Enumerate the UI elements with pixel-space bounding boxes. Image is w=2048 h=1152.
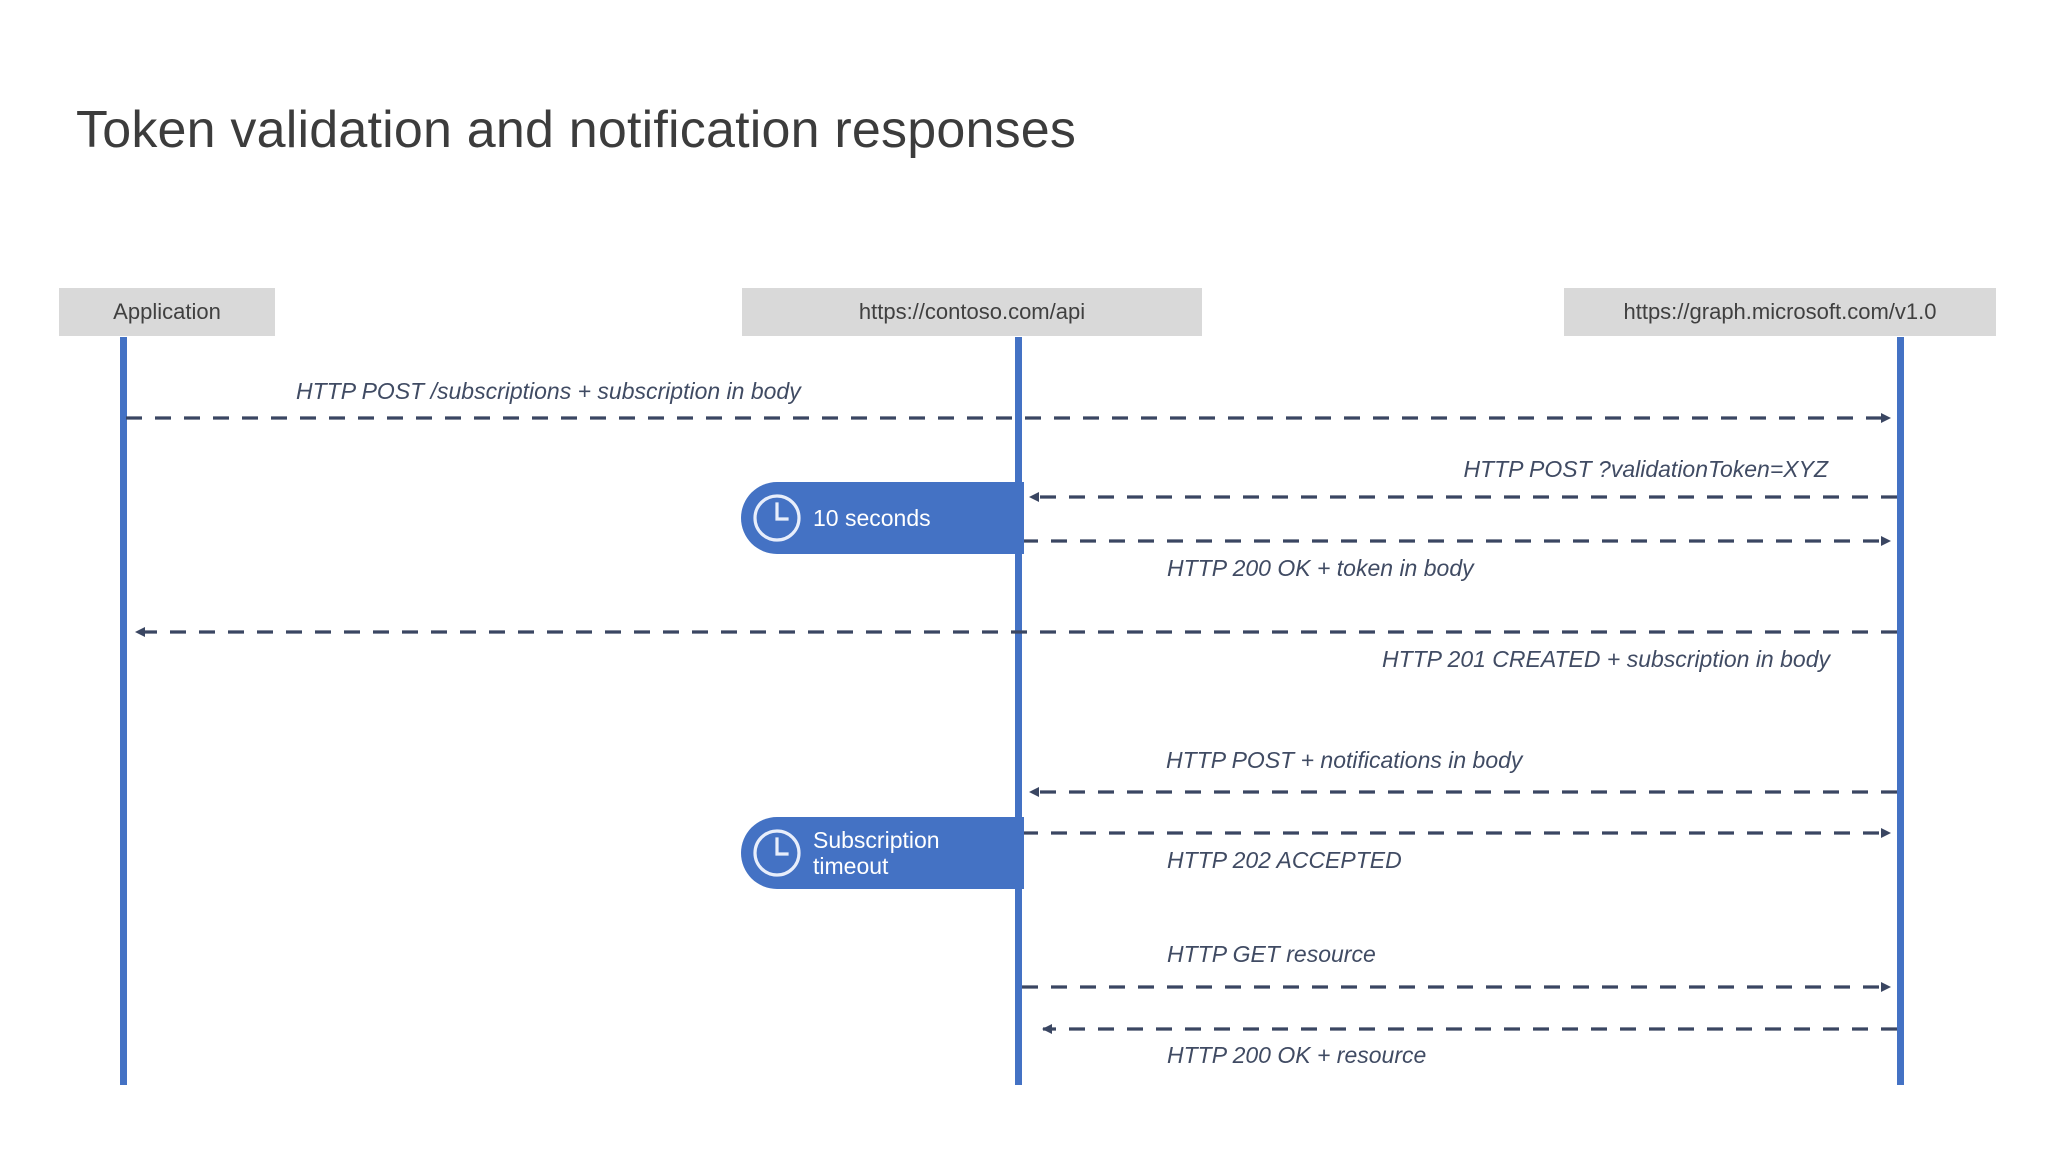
- clock-icon: [741, 482, 813, 554]
- message-label-201-created: HTTP 201 CREATED + subscription in body: [1381, 646, 1830, 672]
- lifeline-graph-api: [1897, 337, 1904, 1085]
- message-label-post-subscriptions: HTTP POST /subscriptions + subscription …: [296, 378, 801, 404]
- message-label-get-resource: HTTP GET resource: [1167, 941, 1376, 967]
- actor-box-contoso-api: https://contoso.com/api: [742, 288, 1202, 336]
- actor-label-graph-api: https://graph.microsoft.com/v1.0: [1623, 299, 1937, 324]
- message-label-200-ok-token: HTTP 200 OK + token in body: [1167, 555, 1474, 581]
- actor-box-application: Application: [59, 288, 275, 336]
- timer-label-10-seconds: 10 seconds: [813, 504, 931, 531]
- lifeline-application: [120, 337, 127, 1085]
- timer-badge-10-seconds[interactable]: 10 seconds: [741, 482, 1024, 554]
- lifeline-contoso-api: [1015, 337, 1022, 1085]
- actor-label-application: Application: [113, 299, 221, 324]
- message-label-202-accepted: HTTP 202 ACCEPTED: [1167, 847, 1402, 873]
- clock-icon: [741, 817, 813, 889]
- message-label-post-validationtoken: HTTP POST ?validationToken=XYZ: [1463, 456, 1828, 482]
- message-label-200-ok-resource: HTTP 200 OK + resource: [1167, 1042, 1427, 1068]
- actor-label-contoso-api: https://contoso.com/api: [858, 299, 1086, 324]
- timer-badge-subscription-timeout[interactable]: Subscription timeout: [741, 817, 1024, 889]
- actor-box-graph-api: https://graph.microsoft.com/v1.0: [1564, 288, 1996, 336]
- page-title: Token validation and notification respon…: [76, 101, 1077, 159]
- message-label-post-notifications: HTTP POST + notifications in body: [1166, 747, 1523, 773]
- timer-label-subscription-timeout: Subscription timeout: [813, 826, 940, 879]
